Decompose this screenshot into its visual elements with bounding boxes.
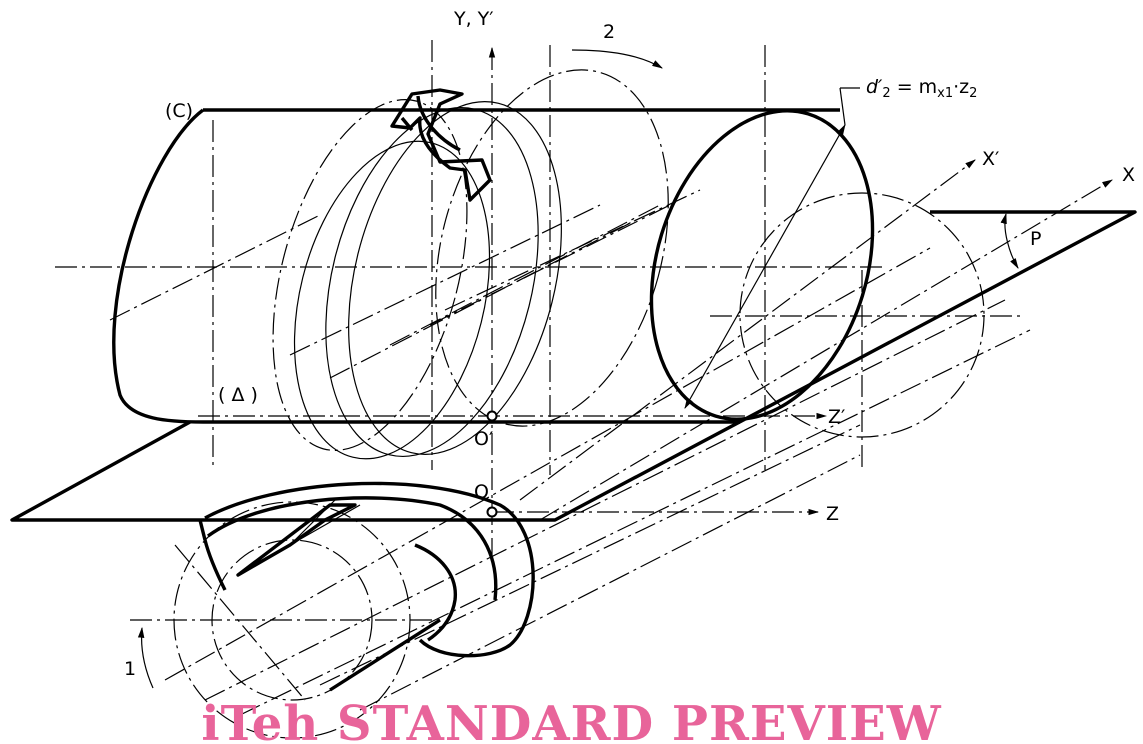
cylinder-c-label: (C) [165, 100, 194, 122]
formula-m-sub: x1 [937, 86, 954, 101]
plane-p [10, 210, 1137, 522]
pitch-diameter-dimension [684, 87, 860, 409]
axis-x-prime-label: X′ [982, 148, 1000, 170]
pitch-diameter-formula: d′2 = mx1·z2 [866, 76, 978, 101]
axis-y-label: Y, Y′ [454, 8, 494, 30]
main-axes [198, 46, 828, 560]
plane-angle-arrow [1000, 212, 1019, 269]
formula-z-sub: 2 [969, 86, 978, 101]
rotation-1-label: 1 [124, 658, 137, 680]
formula-d-prime: d′ [866, 76, 883, 98]
watermark: iTeh STANDARD PREVIEW [201, 696, 942, 744]
rotation-2-label: 2 [603, 21, 616, 43]
diagonal-axis-lines [109, 159, 1113, 716]
axis-x-label: X [1122, 164, 1136, 186]
wheel-tooth [390, 88, 492, 202]
rotation-arrow-2 [571, 49, 663, 69]
wheel-section-ellipses [272, 69, 985, 460]
worm-body [173, 481, 535, 739]
origin-o-prime-label: O′ [474, 428, 494, 450]
formula-equals: = m [890, 76, 938, 98]
formula-d-sub: 2 [882, 86, 891, 101]
rotation-arrow-1 [137, 626, 154, 689]
formula-dot-z: ·z [953, 76, 970, 98]
axis-z-label: Z [826, 503, 840, 525]
axis-z-prime-label: Z′ [828, 406, 846, 428]
origin-o-prime-point [486, 410, 498, 422]
plane-p-label: P [1030, 228, 1042, 250]
origin-o-label: O [474, 481, 489, 503]
cylinder-c [112, 108, 875, 424]
origin-o-point [486, 506, 498, 518]
line-delta-label: ( Δ ) [218, 384, 258, 406]
